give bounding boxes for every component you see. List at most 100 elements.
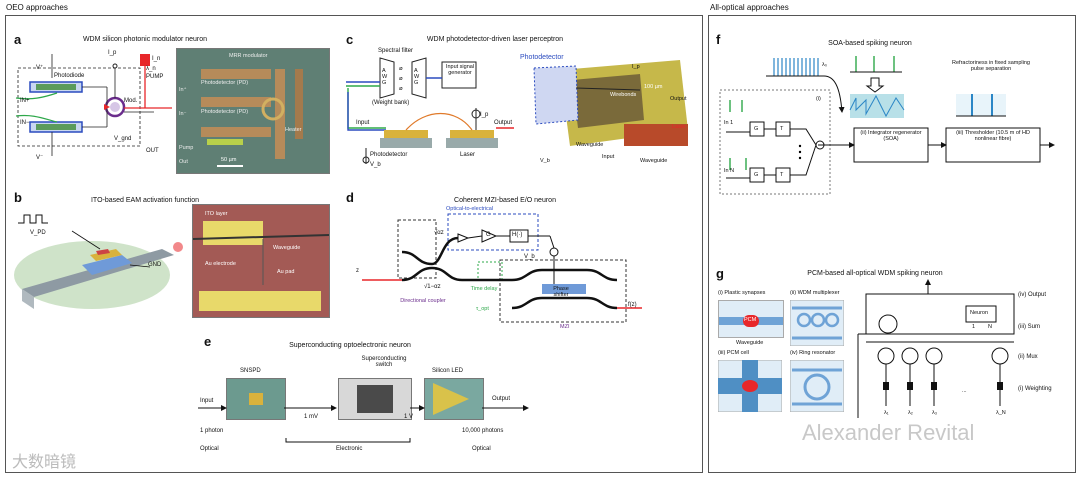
g-output: (iv) Output (1018, 292, 1047, 298)
f-integrator: (ii) Integrator regenerator (SOA) (860, 130, 922, 142)
a-mrr-label: MRR modulator (229, 53, 268, 59)
f-t1: T (780, 126, 784, 132)
g-neuron-diagram (857, 279, 1015, 418)
d-o2e: Optical-to-electrical (446, 206, 494, 212)
d-sqrt-az: √αz (434, 230, 444, 236)
f-thresholder: (iii) Thresholder (10.5 m of HD nonlinea… (956, 130, 1030, 142)
panel-b-letter: b (14, 190, 22, 205)
panel-a-title: WDM silicon photonic modulator neuron (82, 36, 208, 43)
c-laser: Laser (460, 152, 476, 158)
b-au-pad-label: Au pad (277, 269, 295, 275)
g-ldots: ... (962, 388, 967, 394)
svg-text:⌀: ⌀ (399, 76, 403, 82)
e-1-photon: 1 photon (200, 428, 224, 434)
c-micro-wirebonds: Wirebonds (610, 92, 637, 98)
a-lambda-n: λ_n (146, 66, 156, 72)
d-mzi: MZI (560, 324, 570, 330)
a-vminus: V⁻ (36, 155, 44, 161)
f-inN: In N (724, 168, 735, 174)
d-fz: f(z) (628, 302, 637, 308)
panel-a-letter: a (14, 32, 22, 47)
panel-f-title: SOA-based spiking neuron (828, 40, 912, 47)
e-optical-1: Optical (200, 446, 219, 452)
g-ring: (iv) Ring resonator (790, 350, 836, 356)
b-ito-label: ITO layer (205, 211, 228, 217)
d-topt: τ_opt (476, 306, 489, 312)
oeo-frame (5, 15, 703, 473)
panel-c-title: WDM photodetector-driven laser perceptro… (426, 36, 564, 43)
panel-b-micrograph: ITO layer Waveguide Au electrode Au pad (192, 204, 330, 318)
c-micro-ip: I_p (632, 64, 640, 70)
b-gnd: GND (148, 262, 162, 268)
g-mux: (ii) Mux (1018, 354, 1038, 360)
f-in1: In 1 (724, 120, 734, 126)
f-t2: T (780, 172, 784, 178)
a-pd1-label: Photodetector (PD) (201, 80, 249, 86)
a-vplus: V⁺ (36, 65, 44, 71)
g-weighting: (i) Weighting (1018, 386, 1052, 392)
e-led-image (424, 378, 484, 420)
d-sqrt-1az: √1−αz (424, 284, 441, 290)
f-lambda0: λ₀ (822, 62, 828, 68)
g-lN: λ_N (996, 410, 1006, 416)
g-pcm: PCM (744, 317, 757, 323)
panel-f-diagram (719, 56, 1055, 195)
d-time-delay: Time delay (470, 286, 498, 292)
panel-c-micrograph: Photodetector Wirebonds 100 µm Output La… (520, 50, 692, 168)
e-input: Input (200, 398, 214, 404)
section-oeo-title: OEO approaches (6, 3, 68, 12)
svg-text:⌀: ⌀ (399, 66, 403, 72)
a-in1-label: In⁺ (179, 87, 187, 93)
a-in2-label: In⁻ (179, 111, 187, 117)
g-pcm-cell-image (718, 360, 782, 412)
c-micro-vb: V_b (540, 158, 550, 164)
c-weight-bank: (Weight bank) (372, 100, 410, 106)
panel-g-letter: g (716, 266, 724, 281)
g-wdm-mux-image (790, 300, 844, 346)
d-vb: V_b (524, 254, 535, 260)
panel-d-schematic (362, 213, 642, 323)
g-waveguide: Waveguide (736, 340, 764, 346)
g-plastic-image (718, 300, 784, 338)
c-vb: V_b (370, 162, 381, 168)
a-in-plus: IN+ (20, 98, 30, 104)
a-pump: PUMP (146, 74, 164, 80)
a-ip: I_p (108, 50, 117, 56)
panel-f-letter: f (716, 32, 721, 47)
all-optical-frame (708, 15, 1076, 473)
e-sc-switch: Superconducting switch (361, 356, 407, 368)
a-heater-label: Heater (285, 127, 302, 133)
e-output: Output (492, 396, 511, 402)
a-scale-label: 50 µm (221, 157, 237, 163)
panel-g-title: PCM-based all-optical WDM spiking neuron (807, 270, 943, 277)
panel-a-circuit (15, 54, 172, 156)
g-wdm-mux: (ii) WDM multiplexer (790, 290, 840, 296)
g-l2: λ₂ (908, 410, 913, 416)
d-z: z (356, 268, 359, 274)
c-photodetector: Photodetector (370, 152, 408, 158)
panel-c-schematic: ⌀⌀⌀ (346, 57, 514, 164)
panel-e-title: Superconducting optoelectronic neuron (289, 342, 411, 349)
d-g: G (486, 232, 491, 238)
d-hfun: H(·) (512, 232, 523, 238)
e-10000-photons: 10,000 photons (462, 428, 504, 434)
g-neuron: Neuron (970, 310, 989, 316)
c-micro-input: Input (602, 154, 615, 160)
panel-d-title: Coherent MZI-based E/O neuron (454, 197, 556, 204)
f-g2: G (754, 172, 759, 178)
b-waveguide-label: Waveguide (273, 245, 301, 251)
panel-c-letter: c (346, 32, 354, 47)
c-input: Input (356, 120, 370, 126)
c-micro-laser: Laser (672, 124, 686, 130)
c-micro-output: Output (670, 96, 687, 102)
panel-b-device (14, 214, 183, 309)
section-all-optical-title: All-optical approaches (710, 3, 789, 12)
c-spectral-filter: Spectral filter (378, 48, 414, 54)
f-i-label: (i) (816, 96, 821, 102)
e-silicon-led: Silicon LED (432, 368, 464, 374)
watermark-left: 大数暗镜 (12, 454, 77, 471)
c-micro-photodetector: Photodetector (520, 54, 564, 61)
e-switch-image (338, 378, 412, 420)
e-electronic: Electronic (336, 446, 363, 452)
a-in-minus: IN− (20, 120, 30, 126)
